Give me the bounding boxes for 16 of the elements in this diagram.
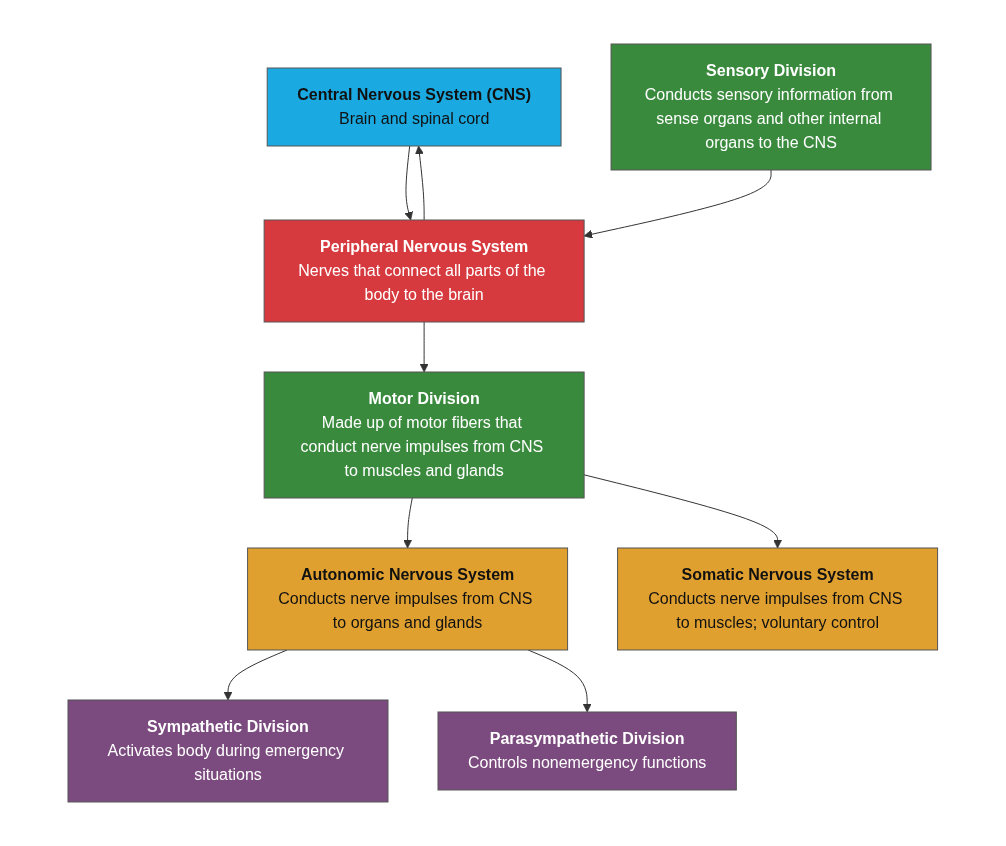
arrow <box>583 169 772 239</box>
node-box: Sympathetic Division Activates body during emergency situations <box>67 699 389 803</box>
arrow <box>415 145 425 221</box>
node-box: Motor Division Made up of motor fibers that conduct nerve impulses from CNS to muscles and glands <box>263 371 585 499</box>
node-box: Peripheral Nervous System Nerves that connect all parts of the body to the brain <box>263 219 585 323</box>
node-box: Parasympathetic Division Controls nonemergency functions <box>437 711 738 791</box>
node-box: Sensory Division Conducts sensory information from sense organs and other internal organs to the CNS <box>610 43 932 171</box>
node-box: Autonomic Nervous System Conducts nerve impulses from CNS to organs and glands <box>247 547 569 651</box>
arrow <box>404 145 414 221</box>
arrow <box>527 649 592 713</box>
arrow <box>403 497 413 549</box>
arrow <box>223 649 288 701</box>
arrow <box>583 474 783 549</box>
node-box: Somatic Nervous System Conducts nerve impulses from CNS to muscles; voluntary control <box>617 547 939 651</box>
node-box: Central Nervous System (CNS) Brain and spinal cord <box>266 67 562 147</box>
arrow <box>419 321 429 373</box>
